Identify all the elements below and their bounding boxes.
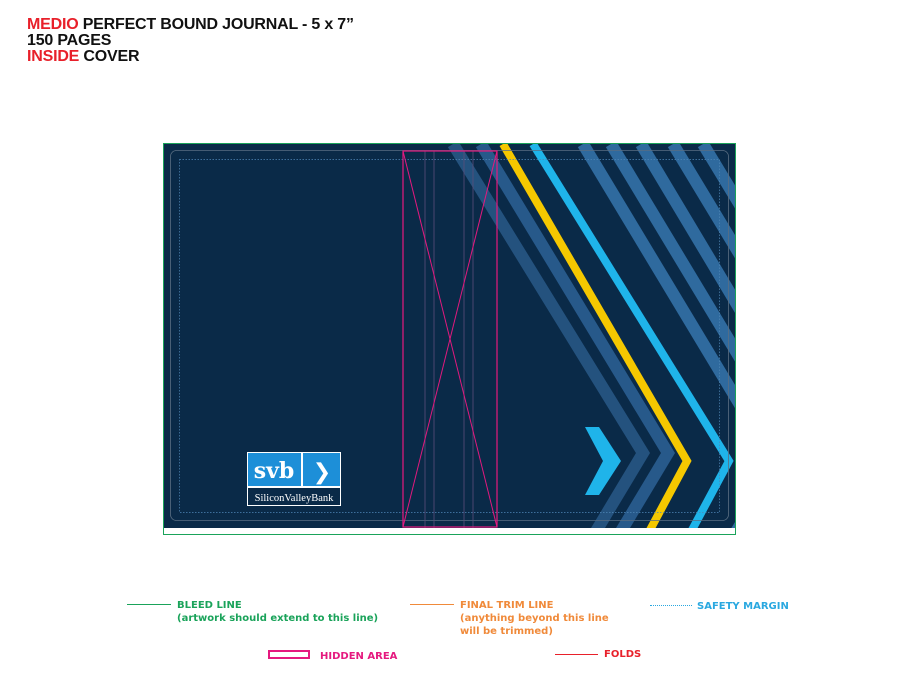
logo-mark-text: svb bbox=[254, 458, 295, 484]
title-highlight-inside: INSIDE bbox=[27, 48, 80, 65]
stripe-yellow bbox=[499, 144, 692, 528]
bleed-legend-label: BLEED LINE bbox=[177, 600, 242, 611]
trim-legend-note-1: (anything beyond this line bbox=[460, 613, 609, 624]
safety-legend-swatch bbox=[650, 605, 692, 606]
folds-legend-label: FOLDS bbox=[604, 649, 642, 660]
stripe-blue-6 bbox=[667, 144, 735, 259]
hidden-legend-swatch bbox=[268, 650, 310, 659]
logo-wordmark: SiliconValleyBank bbox=[255, 493, 334, 504]
title-block: MEDIO PERFECT BOUND JOURNAL - 5 x 7” 150… bbox=[27, 17, 354, 65]
stripe-blue-1 bbox=[447, 144, 651, 528]
stripe-blue-3 bbox=[577, 144, 735, 409]
trim-legend-label: FINAL TRIM LINE bbox=[460, 600, 554, 611]
hidden-legend: HIDDEN AREA bbox=[320, 650, 397, 663]
title-product-name: PERFECT BOUND JOURNAL - 5 x 7” bbox=[78, 16, 354, 33]
title-line-product: MEDIO PERFECT BOUND JOURNAL - 5 x 7” bbox=[27, 17, 354, 33]
svb-logo: svb ❯ SiliconValleyBank bbox=[247, 452, 341, 506]
title-highlight-medio: MEDIO bbox=[27, 16, 79, 33]
title-line-cover: INSIDE COVER bbox=[27, 49, 354, 65]
title-cover-word: COVER bbox=[79, 48, 140, 65]
safety-margin bbox=[179, 159, 720, 513]
bleed-line-outline bbox=[163, 143, 736, 535]
hidden-area-cross-2 bbox=[402, 150, 498, 528]
bleed-legend-swatch bbox=[127, 604, 171, 605]
bleed-legend: BLEED LINE (artwork should extend to thi… bbox=[177, 599, 378, 625]
stripes-group bbox=[447, 144, 735, 528]
safety-legend-label: SAFETY MARGIN bbox=[697, 601, 789, 612]
hidden-area-box bbox=[402, 150, 498, 528]
folds-legend: FOLDS bbox=[604, 648, 641, 661]
logo-chevron-tile bbox=[303, 453, 340, 486]
stripe-cyan bbox=[529, 144, 734, 528]
safety-legend: SAFETY MARGIN bbox=[697, 600, 789, 613]
trim-legend-note-2: will be trimmed) bbox=[460, 626, 553, 637]
cover-artwork: svb ❯ SiliconValleyBank bbox=[163, 143, 736, 535]
stripe-blue-5 bbox=[635, 144, 735, 313]
title-line-pages: 150 PAGES bbox=[27, 32, 112, 49]
trim-legend-swatch bbox=[410, 604, 454, 605]
logo-wordmark-band bbox=[248, 488, 340, 505]
stripe-blue-2 bbox=[475, 144, 676, 528]
logo-svb-tile bbox=[248, 453, 301, 486]
small-chevron-icon bbox=[585, 427, 621, 495]
hidden-legend-label: HIDDEN AREA bbox=[320, 651, 398, 662]
trim-legend: FINAL TRIM LINE (anything beyond this li… bbox=[460, 599, 609, 638]
stripe-blue-7 bbox=[697, 144, 735, 209]
folds-legend-swatch bbox=[555, 654, 598, 655]
logo-chevron-icon: ❯ bbox=[313, 460, 331, 485]
bleed-legend-note: (artwork should extend to this line) bbox=[177, 613, 379, 624]
stripe-blue-4 bbox=[605, 144, 735, 362]
